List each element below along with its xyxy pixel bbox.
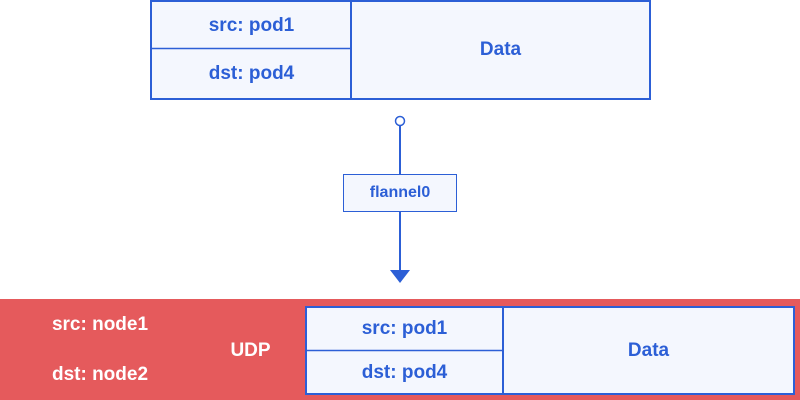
arrow-head xyxy=(390,270,410,283)
inner-src: src: pod1 xyxy=(361,318,448,339)
inner-data: Data xyxy=(627,339,670,361)
top-packet-src: src: pod1 xyxy=(208,14,295,36)
udp-header: UDP xyxy=(230,339,271,361)
top-packet xyxy=(150,0,651,100)
flannel0-box: flannel0 xyxy=(343,174,457,212)
outer-src: src: node1 xyxy=(51,313,149,335)
inner-dst: dst: pod4 xyxy=(361,361,448,383)
outer-dst: dst: node2 xyxy=(51,364,149,385)
top-packet-dst: dst: pod4 xyxy=(208,63,295,84)
top-packet-data: Data xyxy=(479,39,522,60)
